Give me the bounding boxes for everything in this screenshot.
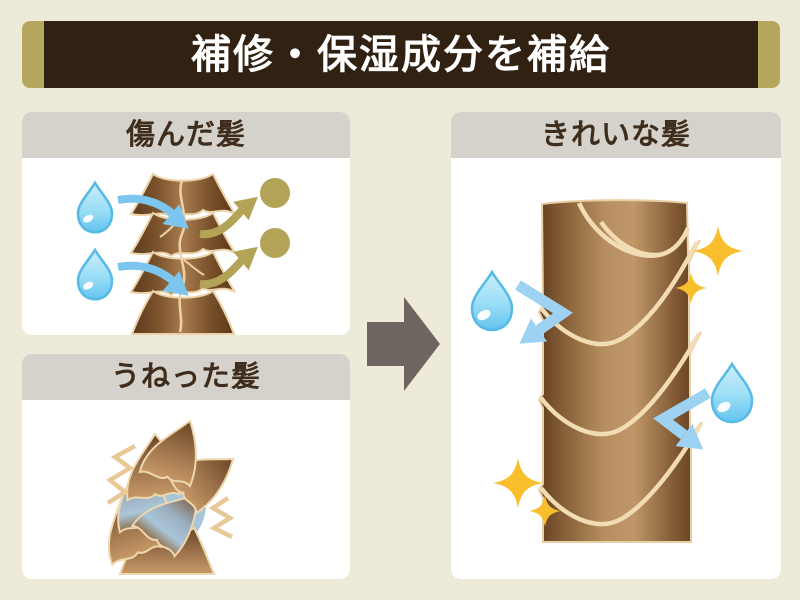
banner-gold-bar-left xyxy=(22,21,44,88)
panel-damaged-header: 傷んだ髪 xyxy=(22,112,350,158)
panel-damaged-hair: 傷んだ髪 xyxy=(22,112,350,335)
panel-beautiful-header: きれいな髪 xyxy=(451,112,781,158)
water-drop-icon xyxy=(710,362,754,424)
transformation-arrow-icon xyxy=(367,297,440,391)
wavy-hair-graphic xyxy=(91,410,247,575)
damaged-hair-graphic xyxy=(76,172,290,335)
panel-beautiful-hair: きれいな髪 xyxy=(451,112,781,579)
water-absorb-arrow-icon xyxy=(117,261,189,296)
panel-damaged-title: 傷んだ髪 xyxy=(125,118,246,151)
water-drop-icon xyxy=(470,270,514,332)
moisture-particle-icon xyxy=(260,228,290,258)
moisture-particle-icon xyxy=(260,178,290,208)
beautiful-hair-graphic xyxy=(470,199,754,543)
panel-damaged-illustration xyxy=(22,158,350,335)
banner-gold-bar-right xyxy=(758,21,780,88)
panel-beautiful-illustration xyxy=(451,158,781,579)
water-absorb-arrow-icon xyxy=(117,194,189,229)
banner-center: 補修・保湿成分を補給 xyxy=(44,21,758,88)
cuticle-lines xyxy=(539,202,703,527)
stress-zigzag-icon xyxy=(106,444,137,505)
water-penetrate-arrow-icon xyxy=(653,388,711,450)
stress-zigzag-icon xyxy=(208,496,235,540)
page-title: 補修・保湿成分を補給 xyxy=(191,32,611,77)
healthy-hair-shaft xyxy=(537,199,703,543)
sparkle-icon xyxy=(492,457,544,509)
sparkle-icon xyxy=(692,225,744,277)
water-drop-icon xyxy=(76,181,114,234)
panel-beautiful-title: きれいな髪 xyxy=(540,118,691,151)
title-banner: 補修・保湿成分を補給 xyxy=(22,21,780,88)
wavy-hair-shaft xyxy=(91,410,247,575)
panel-wavy-illustration xyxy=(22,400,350,575)
water-penetrate-arrow-icon xyxy=(515,280,573,344)
panel-wavy-title: うねった髪 xyxy=(110,360,261,393)
moisture-escape-arrow-icon xyxy=(199,196,258,239)
moisture-escape-arrow-icon xyxy=(199,246,258,289)
panel-wavy-header: うねった髪 xyxy=(22,354,350,400)
panel-wavy-hair: うねった髪 xyxy=(22,354,350,579)
water-drop-icon xyxy=(76,248,114,301)
